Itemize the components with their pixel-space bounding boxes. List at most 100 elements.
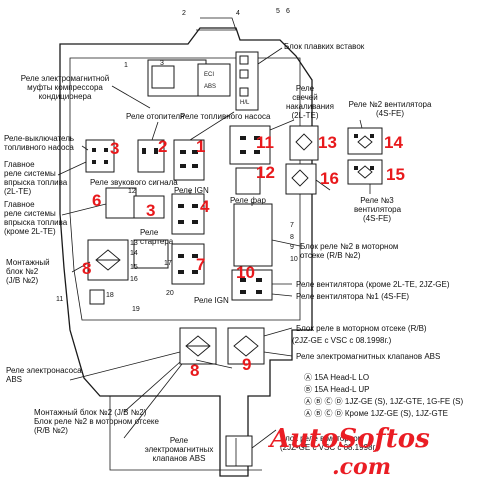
legend-line-1: Ⓐ 15A Head-L LO: [304, 373, 370, 382]
callout-15: 15: [130, 264, 138, 271]
ign-relay-1-label: Реле IGN: [174, 186, 209, 195]
red-number-8a: 8: [82, 259, 92, 278]
fuse-block-inner: [151, 65, 175, 89]
relay-spv: [285, 163, 317, 195]
bottom-right-label: Блок реле в моторном (2JZ-GE с VSC с 08.…: [280, 434, 380, 452]
callout-16: 16: [130, 276, 138, 283]
watermark-line1: AutoSoftos: [270, 424, 430, 454]
headlamp-relay-label: Реле фар: [230, 196, 266, 205]
fuse-strip-c: [239, 87, 249, 97]
efi-main-relay-label: Главное реле системы впрыска топлива (2L…: [4, 160, 68, 196]
fuse-strip-a: [239, 55, 249, 65]
relay-efi: [133, 195, 165, 219]
callout-1: 1: [124, 62, 128, 69]
diamond-abs-pump: [185, 335, 211, 357]
red-number-6: 6: [92, 191, 102, 210]
relay-starter: [133, 239, 169, 269]
red-number-3a: 3: [110, 139, 120, 158]
callout-9: 9: [290, 244, 294, 251]
red-number-15: 15: [386, 165, 405, 184]
starter-relay-label: Реле стартера: [140, 228, 174, 246]
fuel-pump-relay-label: Реле топливного насоса: [180, 112, 271, 121]
diamond-fan2: [357, 135, 373, 149]
relay-fan3: [347, 159, 383, 185]
diamond-spv: [291, 169, 309, 187]
relay-horn: [105, 187, 137, 219]
callout-13: 13: [130, 240, 138, 247]
diamond-jb2: [95, 249, 121, 271]
junction-block2-label: Монтажный блок №2 (J/B №2): [6, 258, 50, 285]
legend-line-2: Ⓑ 15A Head-L UP: [304, 385, 370, 394]
abs-label: ABS: [204, 84, 216, 90]
callout-11: 11: [56, 296, 64, 303]
hl-label: H/L: [240, 100, 250, 106]
fuse-block-label: Блок плавких вставок: [284, 42, 365, 51]
relay-block2-engine-label: Блок реле №2 в моторном отсеке (R/B №2): [300, 242, 399, 260]
engine-relay-block-sub-label: (2JZ-GE с VSC с 08.1998г.): [292, 336, 392, 345]
callout-8: 8: [290, 234, 294, 241]
diamond-13: [295, 133, 313, 151]
watermark-line2: .com: [332, 454, 392, 480]
abs-valves-relay-bottom-label: Реле электромагнитных клапанов ABS: [144, 436, 214, 463]
relay-ign-2: [171, 243, 205, 285]
callout-6: 6: [286, 8, 290, 15]
callout-3: 3: [160, 60, 164, 67]
red-number-12: 12: [256, 163, 275, 182]
diamond-fan3: [357, 165, 373, 179]
housing-slot: [196, 17, 237, 31]
red-number-4: 4: [200, 197, 210, 216]
callout-17: 17: [164, 260, 172, 267]
callout-14: 14: [130, 250, 138, 257]
relay-13: [289, 125, 319, 161]
red-number-1: 1: [196, 137, 206, 156]
relay-fan1: [231, 269, 273, 301]
housing-outline: [59, 27, 313, 477]
red-number-14: 14: [384, 133, 403, 152]
legend-line-4: Ⓐ Ⓑ Ⓒ Ⓓ Кроме 1JZ-GE (S), 1JZ-GTE: [304, 409, 448, 418]
relay-fuel-pump-switch: [85, 139, 115, 173]
ign-relay-2-label: Реле IGN: [194, 296, 229, 305]
red-number-2: 2: [158, 137, 168, 156]
callout-18: 18: [106, 292, 114, 299]
red-number-10: 10: [236, 263, 255, 282]
callout-2: 2: [182, 10, 186, 17]
callout-19: 19: [132, 306, 140, 313]
red-number-16: 16: [320, 169, 339, 188]
block-11: [89, 289, 105, 305]
housing-inner: [69, 57, 301, 321]
callout-5: 5: [276, 8, 280, 15]
red-number-3b: 3: [146, 201, 156, 220]
fuse-column: [233, 203, 273, 267]
callout-7: 7: [290, 222, 294, 229]
fuse-strip-b: [239, 69, 249, 79]
callout-20: 20: [166, 290, 174, 297]
fan-relay-except-label: Реле вентилятора (кроме 2L-TE, 2JZ-GE): [296, 280, 450, 289]
abs-pump-relay-label: Реле электронасоса ABS: [6, 366, 82, 384]
fan-relay2-top-label: Реле №2 вентилятора (4S-FE): [348, 100, 432, 118]
fan-relay3-label: Реле №3 вентилятора (4S-FE): [354, 196, 402, 223]
engine-relay-block-label: Блок реле в моторном отсеке (R/B): [296, 324, 427, 333]
eci-label: ECI: [204, 72, 214, 78]
eci-abs-block: [197, 63, 231, 97]
horn-relay-label: Реле звукового сигнала: [90, 178, 178, 187]
red-number-13: 13: [318, 133, 337, 152]
relay-spv-left: [235, 167, 261, 195]
relay-ign-1: [171, 193, 205, 235]
fuel-pump-switch-relay-label: Реле-выключатель топливного насоса: [4, 134, 75, 152]
compressor-clutch-relay-label: Реле электромагнитной муфты компрессора …: [20, 74, 110, 101]
abs-valve-relay-label: Реле электромагнитных клапанов ABS: [296, 352, 441, 361]
relay-fuel-pump: [173, 139, 205, 181]
callout-10: 10: [290, 256, 298, 263]
diamond-abs-valve: [233, 335, 259, 357]
red-number-9: 9: [242, 355, 252, 374]
legend-line-3: Ⓐ Ⓑ Ⓒ Ⓓ 1JZ-GE (S), 1JZ-GTE, 1G-FE (S): [304, 397, 464, 406]
abs-valve-block-bottom: [225, 435, 253, 467]
red-number-11: 11: [256, 133, 274, 152]
relay-heater: [137, 139, 165, 173]
callout-12: 12: [128, 188, 136, 195]
bottom-jb-label: Монтажный блок №2 (J/B №2) Блок реле №2 …: [34, 408, 159, 435]
heater-relay-label: Реле отопителя: [126, 112, 185, 121]
glow-relay-label: Реле свечей накаливания (2L-TE): [286, 84, 334, 120]
relay-fan2: [347, 127, 383, 155]
